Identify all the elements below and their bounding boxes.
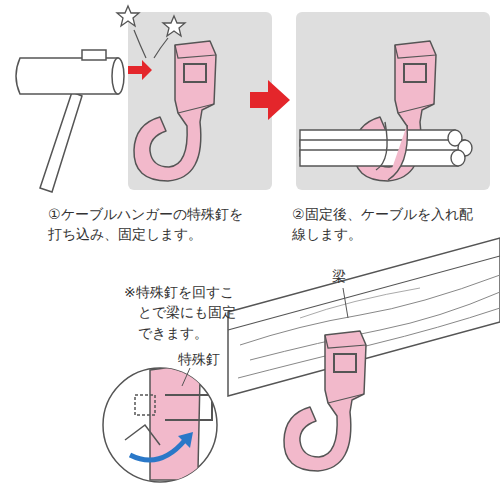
impact-arrow: [128, 60, 152, 80]
hammer: [16, 50, 124, 192]
impact-stars: [117, 6, 185, 36]
cables: [300, 130, 472, 166]
leader-line: [343, 288, 348, 318]
step-caption: ②固定後、ケーブルを入れ配線します。: [292, 204, 476, 245]
part-name: 梁: [332, 266, 346, 286]
part-name: 特殊釘: [178, 349, 220, 369]
zoom-detail: [103, 364, 217, 482]
step-arrow: [250, 80, 290, 120]
panel: [296, 12, 490, 190]
cable-hanger: [284, 331, 366, 471]
note-text: ※特殊釘を回すことで梁にも固定できます。: [124, 282, 240, 343]
step-caption: ①ケーブルハンガーの特殊釘を打ち込み、固定します。: [48, 204, 252, 245]
leader-line: [182, 368, 190, 386]
cable-hanger: [134, 41, 216, 181]
